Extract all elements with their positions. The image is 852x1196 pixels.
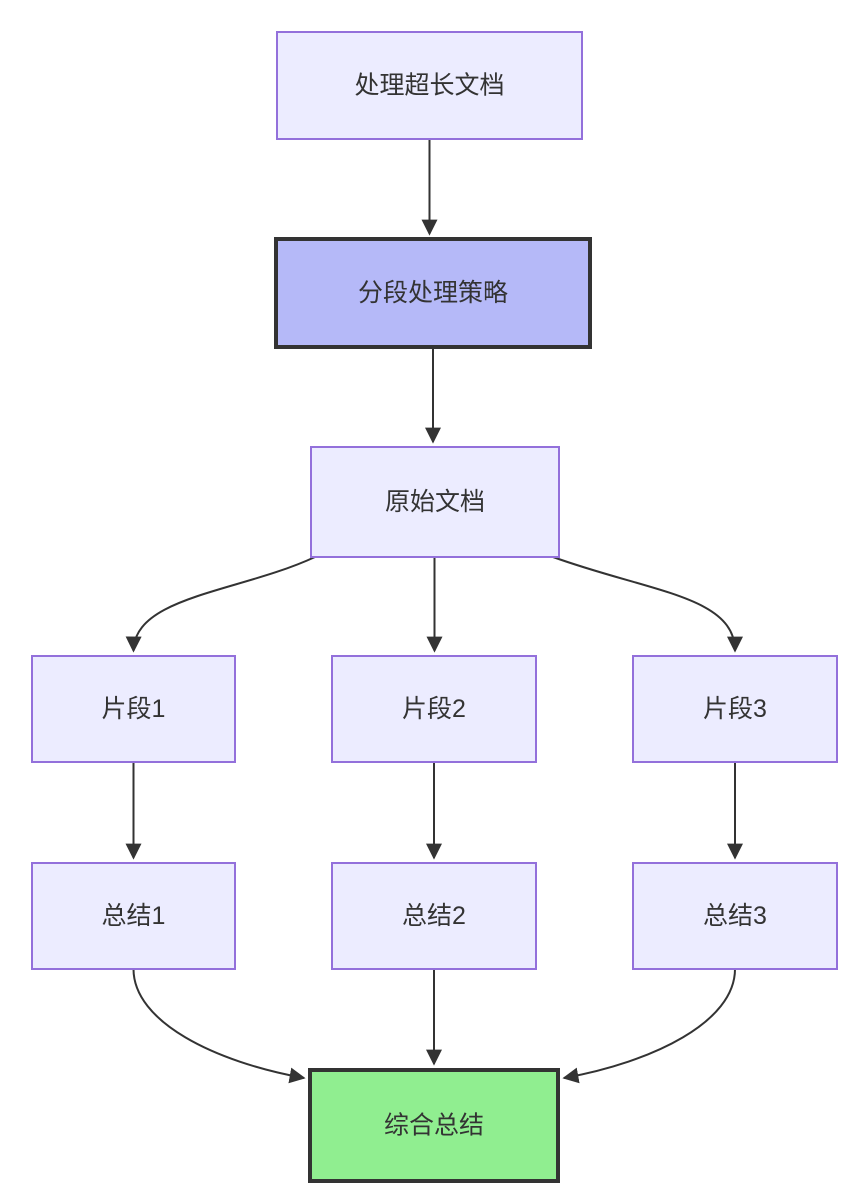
- node-strategy-box: [274, 237, 592, 349]
- node-process-doc-box: [276, 31, 583, 140]
- node-original-label: 原始文档: [385, 488, 485, 516]
- node-final: 综合总结: [308, 1068, 560, 1183]
- node-fragment2: 片段2: [331, 655, 537, 763]
- node-fragment2-box: [331, 655, 537, 763]
- node-summary1-label: 总结1: [102, 902, 166, 930]
- node-fragment2-label: 片段2: [402, 695, 466, 723]
- node-summary1: 总结1: [31, 862, 236, 970]
- node-original: 原始文档: [310, 446, 560, 558]
- node-summary3-box: [632, 862, 838, 970]
- node-summary2: 总结2: [331, 862, 537, 970]
- edge-summary1-to-final: [132, 968, 306, 1084]
- node-final-label: 综合总结: [384, 1112, 484, 1140]
- node-summary2-label: 总结2: [402, 902, 466, 930]
- node-fragment1: 片段1: [31, 655, 236, 763]
- edge-summary3-to-final: [562, 968, 736, 1084]
- node-summary3: 总结3: [632, 862, 838, 970]
- node-fragment1-box: [31, 655, 236, 763]
- node-fragment3: 片段3: [632, 655, 838, 763]
- edge-original-to-fragment1: [125, 556, 316, 653]
- node-original-box: [310, 446, 560, 558]
- node-summary3-label: 总结3: [703, 902, 767, 930]
- node-fragment3-box: [632, 655, 838, 763]
- node-fragment3-label: 片段3: [703, 695, 767, 723]
- node-final-box: [308, 1068, 560, 1183]
- node-summary1-box: [31, 862, 236, 970]
- node-strategy-label: 分段处理策略: [358, 279, 508, 307]
- node-fragment1-label: 片段1: [102, 695, 166, 723]
- node-process-doc: 处理超长文档: [276, 31, 583, 140]
- node-process-doc-label: 处理超长文档: [354, 72, 504, 100]
- node-strategy: 分段处理策略: [274, 237, 592, 349]
- edge-original-to-fragment3: [552, 556, 743, 653]
- node-summary2-box: [331, 862, 537, 970]
